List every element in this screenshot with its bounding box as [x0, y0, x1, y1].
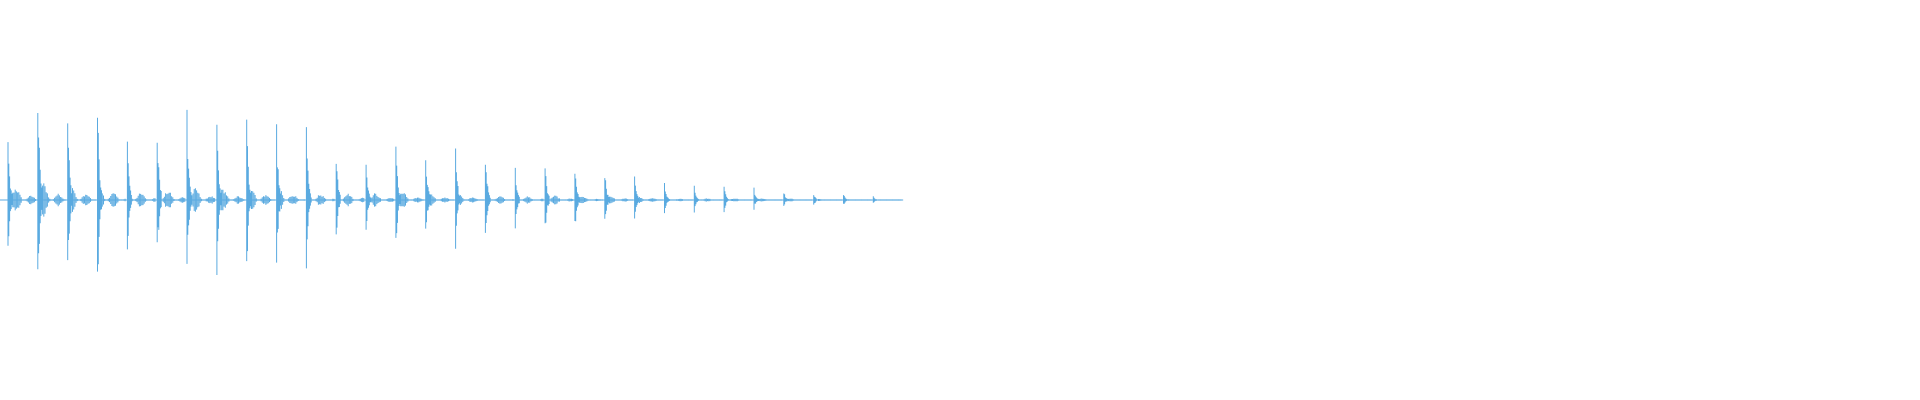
waveform-note-stroke — [604, 178, 633, 219]
waveform-note-stroke — [246, 119, 275, 262]
waveform-note-stroke — [723, 186, 753, 213]
waveform-note-stroke — [484, 164, 514, 233]
waveform-note-stroke — [305, 127, 335, 269]
waveform-note-stroke — [126, 141, 156, 250]
waveform-note-stroke — [395, 146, 424, 238]
waveform-note-stroke — [664, 183, 693, 214]
waveform-note-stroke — [97, 117, 126, 272]
waveform-note-stroke — [514, 167, 544, 229]
waveform-note-stroke — [544, 168, 574, 224]
waveform-note-stroke — [186, 109, 216, 264]
waveform-note-stroke — [365, 164, 395, 230]
waveform-note-stroke — [156, 142, 186, 243]
waveform-note-stroke — [634, 176, 663, 219]
waveform-note-stroke — [693, 185, 723, 213]
waveform-note-stroke — [276, 124, 305, 263]
waveform-note-stroke — [37, 113, 66, 270]
waveform-note-stroke — [574, 173, 603, 222]
waveform-note-stroke — [67, 123, 96, 261]
waveform-note-stroke — [425, 160, 454, 229]
waveform-trace — [7, 109, 902, 275]
waveform-note-stroke — [753, 187, 783, 210]
waveform-note-stroke — [335, 163, 365, 235]
waveform-note-stroke — [843, 195, 872, 204]
waveform-note-stroke — [455, 148, 484, 249]
waveform-note-stroke — [7, 142, 37, 246]
